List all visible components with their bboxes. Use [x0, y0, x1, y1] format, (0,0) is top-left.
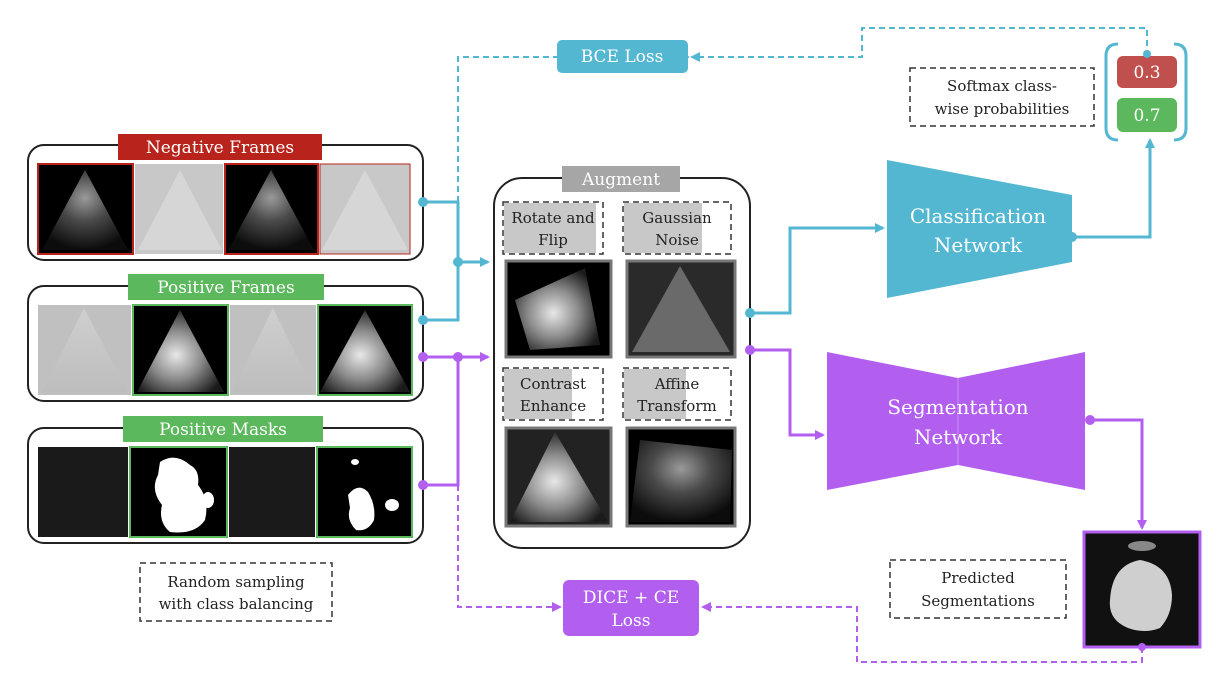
predicted-segmentation	[1082, 530, 1202, 649]
segmentation-network-line-1: Segmentation	[887, 395, 1028, 419]
dice-loss-line-2: Loss	[612, 611, 651, 631]
prob-class-1	[1117, 98, 1177, 132]
positive-frame-4	[317, 304, 413, 396]
connector-dot	[745, 345, 755, 355]
bce-loss-label: BCE Loss	[581, 47, 664, 67]
augment-title: Augment	[581, 170, 660, 190]
sampling-note-line-1: Random sampling	[167, 573, 305, 591]
augment-image-noise	[625, 259, 737, 359]
augment-op-rotate-flip: Rotate and Flip	[502, 201, 604, 255]
dice-loss-line-1: DICE + CE	[583, 588, 679, 608]
predicted-note-line-2: Segmentations	[921, 592, 1035, 610]
segmentation-to-output	[1090, 418, 1147, 530]
positive-masks-label: Positive Masks	[159, 420, 287, 440]
connector-dot	[1138, 643, 1146, 651]
classification-network: Classification Network	[887, 160, 1072, 298]
classification-to-softmax	[1072, 138, 1155, 239]
negative-frame-4	[319, 163, 411, 255]
negative-frame-1	[37, 163, 134, 255]
classification-network-line-1: Classification	[910, 204, 1046, 228]
augment-to-classification	[750, 223, 885, 315]
purple-connectors	[423, 352, 490, 487]
augment-block: Augment Rotate and Flip Gaussian Noise	[493, 166, 751, 549]
mask-empty-1	[38, 447, 128, 537]
connector-dot	[1067, 232, 1077, 242]
negative-frame-3	[224, 163, 319, 255]
positive-masks-tag	[123, 416, 323, 442]
softmax-note-line-2: wise probabilities	[935, 100, 1070, 118]
bce-loss-link	[457, 52, 690, 202]
dice-ce-loss: DICE + CE Loss	[563, 580, 699, 636]
mask-empty-3	[229, 447, 315, 537]
connector-dot	[745, 308, 755, 318]
augment-image-affine	[625, 426, 737, 528]
mask-frame-4	[316, 446, 413, 538]
positive-masks-panel: Positive Masks	[27, 416, 424, 544]
prob-class-1-value: 0.7	[1133, 106, 1160, 126]
connector-dot	[453, 257, 463, 267]
augment-image-contrast	[504, 426, 613, 528]
classification-network-line-2: Network	[934, 233, 1023, 257]
svg-text:Contrast: Contrast	[520, 375, 586, 393]
svg-text:Noise: Noise	[655, 231, 699, 249]
dice-loss-link	[457, 485, 562, 612]
predicted-note: Predicted Segmentations	[889, 559, 1067, 619]
augment-op-gaussian-noise: Gaussian Noise	[622, 201, 732, 255]
positive-frame-2	[132, 304, 229, 396]
segmentation-network-line-2: Network	[914, 425, 1003, 449]
svg-text:Rotate and: Rotate and	[511, 209, 595, 227]
positive-frames-tag	[128, 274, 324, 300]
connector-dot	[418, 352, 428, 362]
positive-frames-panel: Positive Frames	[27, 274, 424, 402]
augment-op-affine-transform: Affine Transform	[622, 367, 732, 421]
svg-text:Affine: Affine	[654, 375, 700, 393]
negative-frames-label: Negative Frames	[146, 138, 294, 158]
segmentation-network: Segmentation Network	[827, 352, 1085, 490]
bce-loss: BCE Loss	[557, 40, 688, 73]
softmax-to-bce-link	[690, 27, 1148, 62]
augment-tag	[562, 166, 680, 192]
connector-dot	[453, 352, 463, 362]
mask-frame-2	[129, 446, 228, 538]
softmax-note-line-1: Softmax class-	[947, 77, 1057, 95]
svg-text:Flip: Flip	[538, 231, 568, 249]
negative-frame-2	[135, 164, 223, 254]
augment-op-contrast-enhance: Contrast Enhance	[502, 367, 604, 421]
connector-dot	[418, 197, 428, 207]
sampling-note-line-2: with class balancing	[159, 595, 314, 613]
softmax-output: 0.3 0.7	[1104, 42, 1188, 142]
connector-dot	[1143, 50, 1151, 58]
output-to-dice-link	[701, 602, 1143, 663]
negative-frames-tag	[118, 134, 322, 160]
prob-class-0	[1117, 56, 1177, 88]
positive-frames-label: Positive Frames	[157, 278, 294, 298]
softmax-note: Softmax class- wise probabilities	[909, 67, 1095, 127]
positive-frame-3	[230, 305, 316, 395]
connector-dot	[418, 315, 428, 325]
augment-image-rotated	[504, 259, 613, 359]
augment-to-segmentation	[750, 348, 825, 440]
connector-dot	[1085, 415, 1095, 425]
predicted-note-line-1: Predicted	[941, 569, 1015, 587]
svg-text:Gaussian: Gaussian	[642, 209, 712, 227]
sampling-note: Random sampling with class balancing	[139, 562, 333, 622]
prob-class-0-value: 0.3	[1133, 63, 1160, 83]
svg-text:Transform: Transform	[637, 397, 716, 415]
positive-frame-1	[38, 305, 131, 395]
svg-text:Enhance: Enhance	[520, 397, 586, 415]
negative-frames-panel: Negative Frames	[27, 134, 424, 261]
connector-dot	[418, 480, 428, 490]
